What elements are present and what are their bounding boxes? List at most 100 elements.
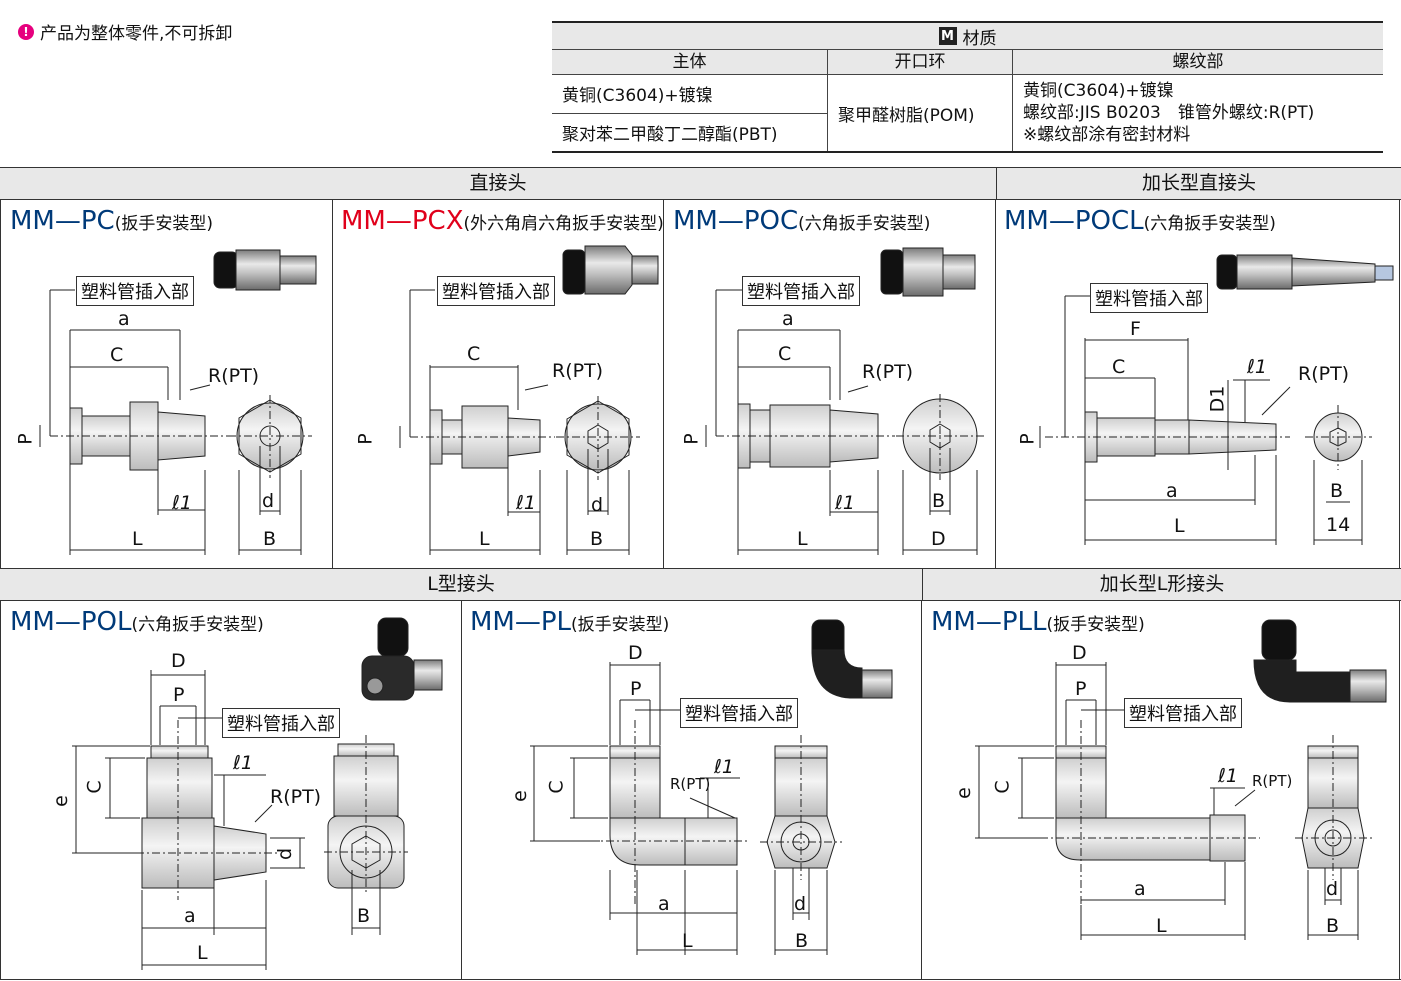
photo-pc <box>213 249 317 291</box>
col-body: 主体 <box>552 50 828 74</box>
drawing-pocl <box>1039 295 1372 545</box>
drawing-pl <box>530 662 842 955</box>
pc-dim-l: L <box>132 528 143 550</box>
thread-sealant-note: ※螺纹部涂有密封材料 <box>1023 125 1191 145</box>
pcx-dim-p: P <box>354 433 377 445</box>
pocl-dim-l: L <box>1174 515 1185 537</box>
photo-pl <box>811 619 893 699</box>
pocl-dim-a: a <box>1166 480 1178 502</box>
disassembly-note: ! 产品为整体零件,不可拆卸 <box>18 19 232 44</box>
pll-dim-l: L <box>1156 915 1167 937</box>
pol-dim-e: e <box>49 795 72 807</box>
pll-dim-e: e <box>952 787 975 799</box>
poc-dim-p: P <box>680 433 703 445</box>
divider-5 <box>921 601 922 979</box>
pol-dim-b: B <box>357 905 371 927</box>
pocl-dim-14: 14 <box>1326 514 1351 536</box>
pc-dim-p: P <box>14 433 37 445</box>
title-pll: MM—PLL(扳手安装型) <box>931 607 1145 637</box>
poc-dim-d-outer: D <box>931 528 946 550</box>
pll-thread-label: R(PT) <box>1252 772 1293 790</box>
section-straight: 直接头 <box>0 167 996 200</box>
pocl-dim-p: P <box>1016 433 1039 445</box>
poc-dim-l1: ℓ1 <box>835 492 855 514</box>
pl-dim-p: P <box>630 678 642 700</box>
pll-dim-p: P <box>1075 678 1087 700</box>
photo-pll <box>1253 619 1387 703</box>
title-pol: MM—POL(六角扳手安装型) <box>10 607 264 637</box>
title-poc: MM—POC(六角扳手安装型) <box>673 206 931 236</box>
pol-dim-a: a <box>184 905 196 927</box>
frame-bottom <box>0 979 1401 980</box>
divider-4 <box>461 601 462 979</box>
title-pl: MM—PL(扳手安装型) <box>470 607 670 637</box>
col-ring: 开口环 <box>828 50 1013 74</box>
pol-dim-p: P <box>173 684 185 706</box>
pl-dim-d: d <box>794 893 807 915</box>
pol-dim-l: L <box>197 942 208 964</box>
photo-pocl <box>1216 254 1394 290</box>
pcx-dim-d: d <box>591 494 604 516</box>
material-table: M 材质 主体 开口环 螺纹部 黄铜(C3604)+镀镍 聚对苯二甲酸丁二醇酯(… <box>552 21 1383 153</box>
pll-dim-a: a <box>1134 878 1146 900</box>
drawing-pcx <box>399 289 640 555</box>
pcx-dim-b: B <box>590 528 604 550</box>
poc-tube-insert-label: 塑料管插入部 <box>742 276 860 306</box>
pc-tube-insert-label: 塑料管插入部 <box>76 276 194 306</box>
drawing-pll <box>975 662 1372 940</box>
pl-dim-b: B <box>795 930 809 952</box>
pol-thread-label: R(PT) <box>270 786 322 808</box>
poc-thread-label: R(PT) <box>862 361 914 383</box>
title-pocl: MM—POCL(六角扳手安装型) <box>1004 206 1276 236</box>
pcx-thread-label: R(PT) <box>552 360 604 382</box>
pl-tube-insert-label: 塑料管插入部 <box>680 698 798 728</box>
pol-tube-insert-label: 塑料管插入部 <box>222 708 340 738</box>
exclamation-icon: ! <box>18 23 34 40</box>
pll-dim-b: B <box>1326 915 1340 937</box>
poc-dim-c: C <box>778 343 792 365</box>
section-elbow: L型接头 <box>0 568 922 601</box>
material-body: 黄铜(C3604)+镀镍 聚对苯二甲酸丁二醇酯(PBT) 聚甲醛树脂(POM) … <box>552 75 1383 151</box>
material-header: M 材质 <box>552 23 1383 50</box>
pocl-tube-insert-label: 塑料管插入部 <box>1090 283 1208 313</box>
pc-dim-l1: ℓ1 <box>172 492 192 514</box>
pl-thread-label: R(PT) <box>670 775 711 793</box>
pocl-dim-f: F <box>1130 318 1141 340</box>
pc-dim-c: C <box>110 344 124 366</box>
pol-dim-d: d <box>274 847 297 861</box>
thread-standard: 螺纹部:JIS B0203 锥管外螺纹:R(PT) <box>1023 103 1315 123</box>
pcx-tube-insert-label: 塑料管插入部 <box>437 276 555 306</box>
pl-dim-l: L <box>682 930 693 952</box>
pl-dim-d-outer: D <box>628 642 643 664</box>
pocl-dim-c: C <box>1112 356 1126 378</box>
pocl-dim-l1: ℓ1 <box>1247 356 1267 378</box>
title-pc: MM—PC(扳手安装型) <box>10 206 213 236</box>
poc-dim-a: a <box>782 308 794 330</box>
body-material-2: 聚对苯二甲酸丁二醇酯(PBT) <box>562 124 778 145</box>
pol-dim-c: C <box>83 780 106 794</box>
ring-material: 聚甲醛树脂(POM) <box>828 75 1013 151</box>
drawing-poc <box>705 289 985 555</box>
pol-dim-d-outer: D <box>171 650 186 672</box>
pcx-dim-l1: ℓ1 <box>516 492 536 514</box>
photo-pcx <box>562 245 659 295</box>
material-columns: 主体 开口环 螺纹部 <box>552 50 1383 75</box>
pc-thread-label: R(PT) <box>208 365 260 387</box>
pll-dim-d: d <box>1326 878 1339 900</box>
material-badge: M <box>938 27 957 45</box>
pll-tube-insert-label: 塑料管插入部 <box>1124 698 1242 728</box>
note-text: 产品为整体零件,不可拆卸 <box>40 24 233 44</box>
pll-dim-l1: ℓ1 <box>1218 765 1238 787</box>
pc-dim-a: a <box>118 308 130 330</box>
thread-material-1: 黄铜(C3604)+镀镍 <box>1023 81 1174 101</box>
pl-dim-e: e <box>508 790 531 802</box>
pcx-dim-c: C <box>467 343 481 365</box>
divider-2 <box>663 200 664 568</box>
drawing-pc <box>39 289 312 555</box>
photo-poc <box>880 247 976 297</box>
photo-pol <box>361 617 443 701</box>
material-title: 材质 <box>962 28 997 49</box>
poc-dim-b: B <box>932 490 946 512</box>
pl-dim-c: C <box>545 780 568 794</box>
